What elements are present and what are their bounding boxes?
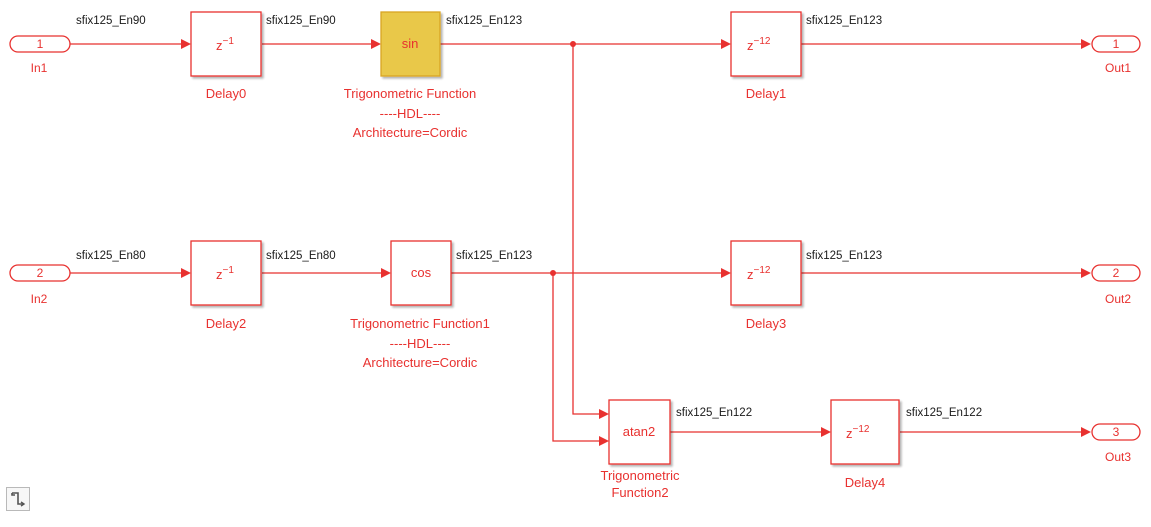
inport-in2[interactable]: 2 In2 [9,264,71,306]
delay-label: Delay2 [206,316,246,331]
signal-label-atan2: sfix125_En122 [676,407,752,419]
delay0-block[interactable]: z−1 Delay0 [190,11,262,101]
outport-number: 2 [1113,266,1120,280]
signal-lines [70,39,1091,446]
arrow-delay4 [821,427,831,437]
inport-in1[interactable]: 1 In1 [9,35,71,75]
inport-label: In2 [31,292,48,306]
inport-number: 2 [37,266,44,280]
trig-function-sin-block[interactable]: sin Trigonometric Function ----HDL---- A… [344,11,476,140]
wire-sin-atan2[interactable] [572,44,600,415]
delay-block-shape[interactable] [190,11,262,77]
delay3-block[interactable]: z−12 Delay3 [730,240,802,331]
trig-label-line1: Trigonometric [601,468,680,483]
arrow-sin [371,39,381,49]
trig-func: sin [402,36,419,51]
arrow-cos [381,268,391,278]
inport-shape[interactable] [9,264,71,282]
arrow-delay1 [721,39,731,49]
outport-shape[interactable] [1091,423,1141,441]
trig-function-atan2-block[interactable]: atan2 Trigonometric Function2 [601,399,680,500]
trig-label: Trigonometric Function1 [350,316,490,331]
delay-z: z−12 [846,424,870,441]
trig-func: cos [411,265,432,280]
signal-labels: sfix125_En90 sfix125_En90 sfix125_En123 … [76,15,982,419]
arrow-atan2-in1 [599,409,609,419]
delay-z: z−12 [747,265,771,282]
diagram-navigation-button[interactable] [6,487,30,511]
trig-block-shape[interactable] [380,11,441,77]
trig-arch-note: Architecture=Cordic [353,125,468,140]
delay-label: Delay3 [746,316,786,331]
delay-z: z−1 [216,265,234,282]
delay-z: z−12 [747,36,771,53]
signal-label-delay4: sfix125_En122 [906,407,982,419]
arrow-delay0 [181,39,191,49]
arrow-atan2-in2 [599,436,609,446]
diagram-navigation-icon [11,492,26,507]
outport-number: 1 [1113,37,1120,51]
trig-block-shape[interactable] [608,399,671,465]
wire-cos-atan2[interactable] [552,273,600,442]
signal-label-delay0: sfix125_En90 [266,15,336,27]
delay-block-shape[interactable] [730,240,802,306]
trig-label-line2: Function2 [611,485,668,500]
arrow-out2 [1081,268,1091,278]
delay1-block[interactable]: z−12 Delay1 [730,11,802,101]
outport-shape[interactable] [1091,35,1141,53]
inport-label: In1 [31,61,48,75]
outport-label: Out2 [1105,292,1131,306]
signal-label-delay3: sfix125_En123 [806,250,882,262]
signal-label-sin: sfix125_En123 [446,15,522,27]
trig-label: Trigonometric Function [344,86,476,101]
trig-hdl-note: ----HDL---- [380,106,441,121]
outport-shape[interactable] [1091,264,1141,282]
arrow-delay2 [181,268,191,278]
signal-label-in1: sfix125_En90 [76,15,146,27]
delay4-block[interactable]: z−12 Delay4 [830,399,900,490]
outport-out2[interactable]: 2 Out2 [1091,264,1141,306]
trig-block-shape[interactable] [390,240,452,306]
signal-label-delay1: sfix125_En123 [806,15,882,27]
delay-label: Delay0 [206,86,246,101]
inport-shape[interactable] [9,35,71,53]
delay-block-shape[interactable] [730,11,802,77]
delay-block-shape[interactable] [190,240,262,306]
outport-out3[interactable]: 3 Out3 [1091,423,1141,464]
signal-label-delay2: sfix125_En80 [266,250,336,262]
arrow-out1 [1081,39,1091,49]
trig-function-cos-block[interactable]: cos Trigonometric Function1 ----HDL---- … [350,240,490,370]
outport-label: Out3 [1105,450,1131,464]
delay-label: Delay4 [845,475,885,490]
arrow-out3 [1081,427,1091,437]
signal-label-in2: sfix125_En80 [76,250,146,262]
arrow-delay3 [721,268,731,278]
delay-label: Delay1 [746,86,786,101]
signal-label-cos: sfix125_En123 [456,250,532,262]
outport-out1[interactable]: 1 Out1 [1091,35,1141,75]
trig-hdl-note: ----HDL---- [390,336,451,351]
delay2-block[interactable]: z−1 Delay2 [190,240,262,331]
trig-func: atan2 [623,424,656,439]
delay-block-shape[interactable] [830,399,900,465]
outport-number: 3 [1113,425,1120,439]
trig-arch-note: Architecture=Cordic [363,355,478,370]
inport-number: 1 [37,37,44,51]
outport-label: Out1 [1105,61,1131,75]
delay-z: z−1 [216,36,234,53]
